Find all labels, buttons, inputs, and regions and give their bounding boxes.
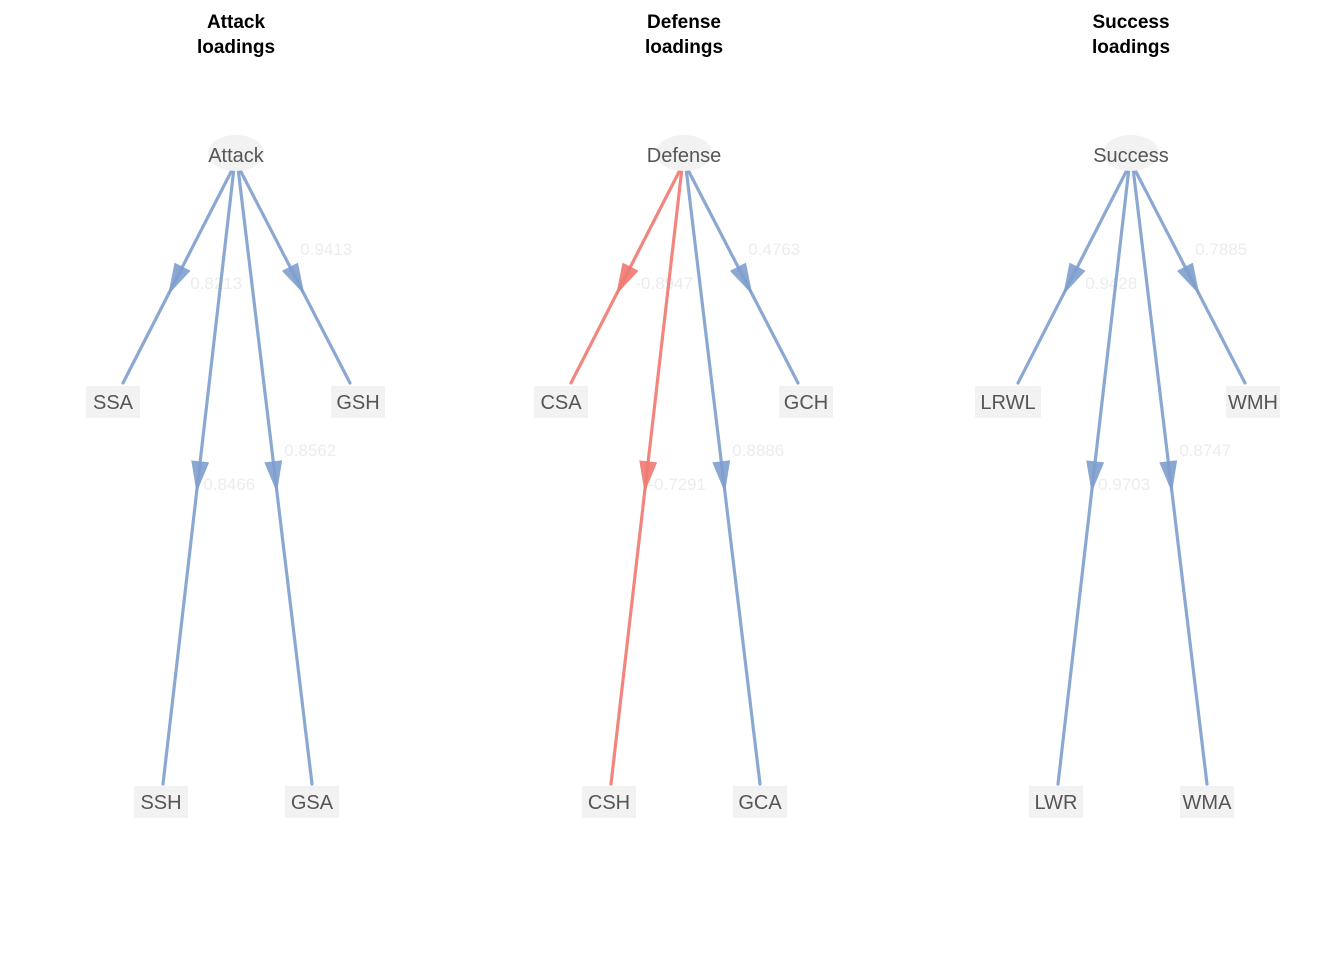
- edge-label: 0.9703: [1098, 475, 1150, 494]
- latent-node: Attack: [208, 135, 265, 171]
- edge-label: -0.7291: [648, 475, 706, 494]
- latent-ellipse: [656, 135, 712, 171]
- indicator-label: SSH: [140, 792, 181, 814]
- panel-success: Success loadings 0.9428 0.7885 0.9703 0.8747 S…: [975, 12, 1280, 818]
- latent-label: Defense: [647, 145, 722, 167]
- arrowhead: [639, 460, 658, 493]
- edge-label: 0.8562: [284, 441, 336, 460]
- indicator-node-csh: CSH: [582, 786, 636, 818]
- arrowhead: [712, 460, 731, 493]
- indicator-label: GSH: [336, 392, 379, 414]
- arrowhead: [1063, 262, 1086, 295]
- indicator-box: [534, 386, 588, 418]
- arrowhead: [1176, 262, 1200, 295]
- indicator-box: [134, 786, 188, 818]
- title-line: Defense: [647, 12, 721, 33]
- indicator-box: [733, 786, 787, 818]
- indicator-box: [331, 386, 385, 418]
- latent-node: Success: [1093, 135, 1169, 171]
- indicator-node-lrwl: LRWL: [975, 386, 1041, 418]
- indicator-node-ssa: SSA: [86, 386, 140, 418]
- indicator-label: WMA: [1183, 792, 1233, 814]
- panel-title: Success loadings: [1092, 12, 1170, 58]
- indicator-node-gch: GCH: [779, 386, 833, 418]
- indicator-label: LRWL: [980, 392, 1035, 414]
- title-line: Success: [1092, 12, 1169, 33]
- title-line: loadings: [645, 37, 723, 58]
- arrowhead: [264, 460, 283, 493]
- indicator-node-gca: GCA: [733, 786, 787, 818]
- latent-label: Success: [1093, 145, 1169, 167]
- latent-ellipse: [1103, 135, 1159, 171]
- indicator-label: CSA: [540, 392, 582, 414]
- indicator-box: [1226, 386, 1280, 418]
- indicator-label: SSA: [93, 392, 134, 414]
- arrowhead: [168, 262, 191, 295]
- edge-label: 0.8466: [203, 475, 255, 494]
- indicator-label: GCA: [738, 792, 782, 814]
- indicator-node-wma: WMA: [1180, 786, 1234, 818]
- indicator-box: [1029, 786, 1083, 818]
- indicator-node-lwr: LWR: [1029, 786, 1083, 818]
- indicator-box: [1180, 786, 1234, 818]
- indicator-box: [86, 386, 140, 418]
- edge-label: -0.8947: [635, 274, 693, 293]
- indicator-label: GSA: [291, 792, 334, 814]
- edge-label: 0.9413: [300, 240, 352, 259]
- indicator-box: [975, 386, 1041, 418]
- latent-ellipse: [208, 135, 264, 171]
- panel-attack: Attack loadings 0.8213 0.9413 0.8466 0.8562 At…: [86, 12, 385, 818]
- latent-label: Attack: [208, 145, 265, 167]
- title-line: Attack: [207, 12, 266, 33]
- indicator-label: CSH: [588, 792, 630, 814]
- edge-label: 0.7885: [1195, 240, 1247, 259]
- title-line: loadings: [1092, 37, 1170, 58]
- edge-label: 0.9428: [1085, 274, 1137, 293]
- edge-label: 0.8213: [190, 274, 242, 293]
- panel-title: Defense loadings: [645, 12, 723, 58]
- indicator-box: [779, 386, 833, 418]
- indicator-box: [582, 786, 636, 818]
- arrowhead: [616, 262, 639, 295]
- arrowhead: [191, 460, 210, 493]
- indicator-label: WMH: [1228, 392, 1278, 414]
- edge-label: 0.4763: [748, 240, 800, 259]
- indicator-label: GCH: [784, 392, 828, 414]
- indicator-node-gsh: GSH: [331, 386, 385, 418]
- panel-defense: Defense loadings -0.8947 0.4763 -0.7291 0.888…: [534, 12, 833, 818]
- arrowhead: [281, 262, 305, 295]
- arrowhead: [1159, 460, 1178, 493]
- latent-node: Defense: [647, 135, 722, 171]
- indicator-node-gsa: GSA: [285, 786, 339, 818]
- indicator-node-ssh: SSH: [134, 786, 188, 818]
- indicator-label: LWR: [1035, 792, 1078, 814]
- indicator-box: [285, 786, 339, 818]
- edge-label: 0.8747: [1179, 441, 1231, 460]
- arrowhead: [1086, 460, 1105, 493]
- arrowhead: [729, 262, 753, 295]
- edge-label: 0.8886: [732, 441, 784, 460]
- indicator-node-csa: CSA: [534, 386, 588, 418]
- indicator-node-wmh: WMH: [1226, 386, 1280, 418]
- panel-title: Attack loadings: [197, 12, 275, 58]
- title-line: loadings: [197, 37, 275, 58]
